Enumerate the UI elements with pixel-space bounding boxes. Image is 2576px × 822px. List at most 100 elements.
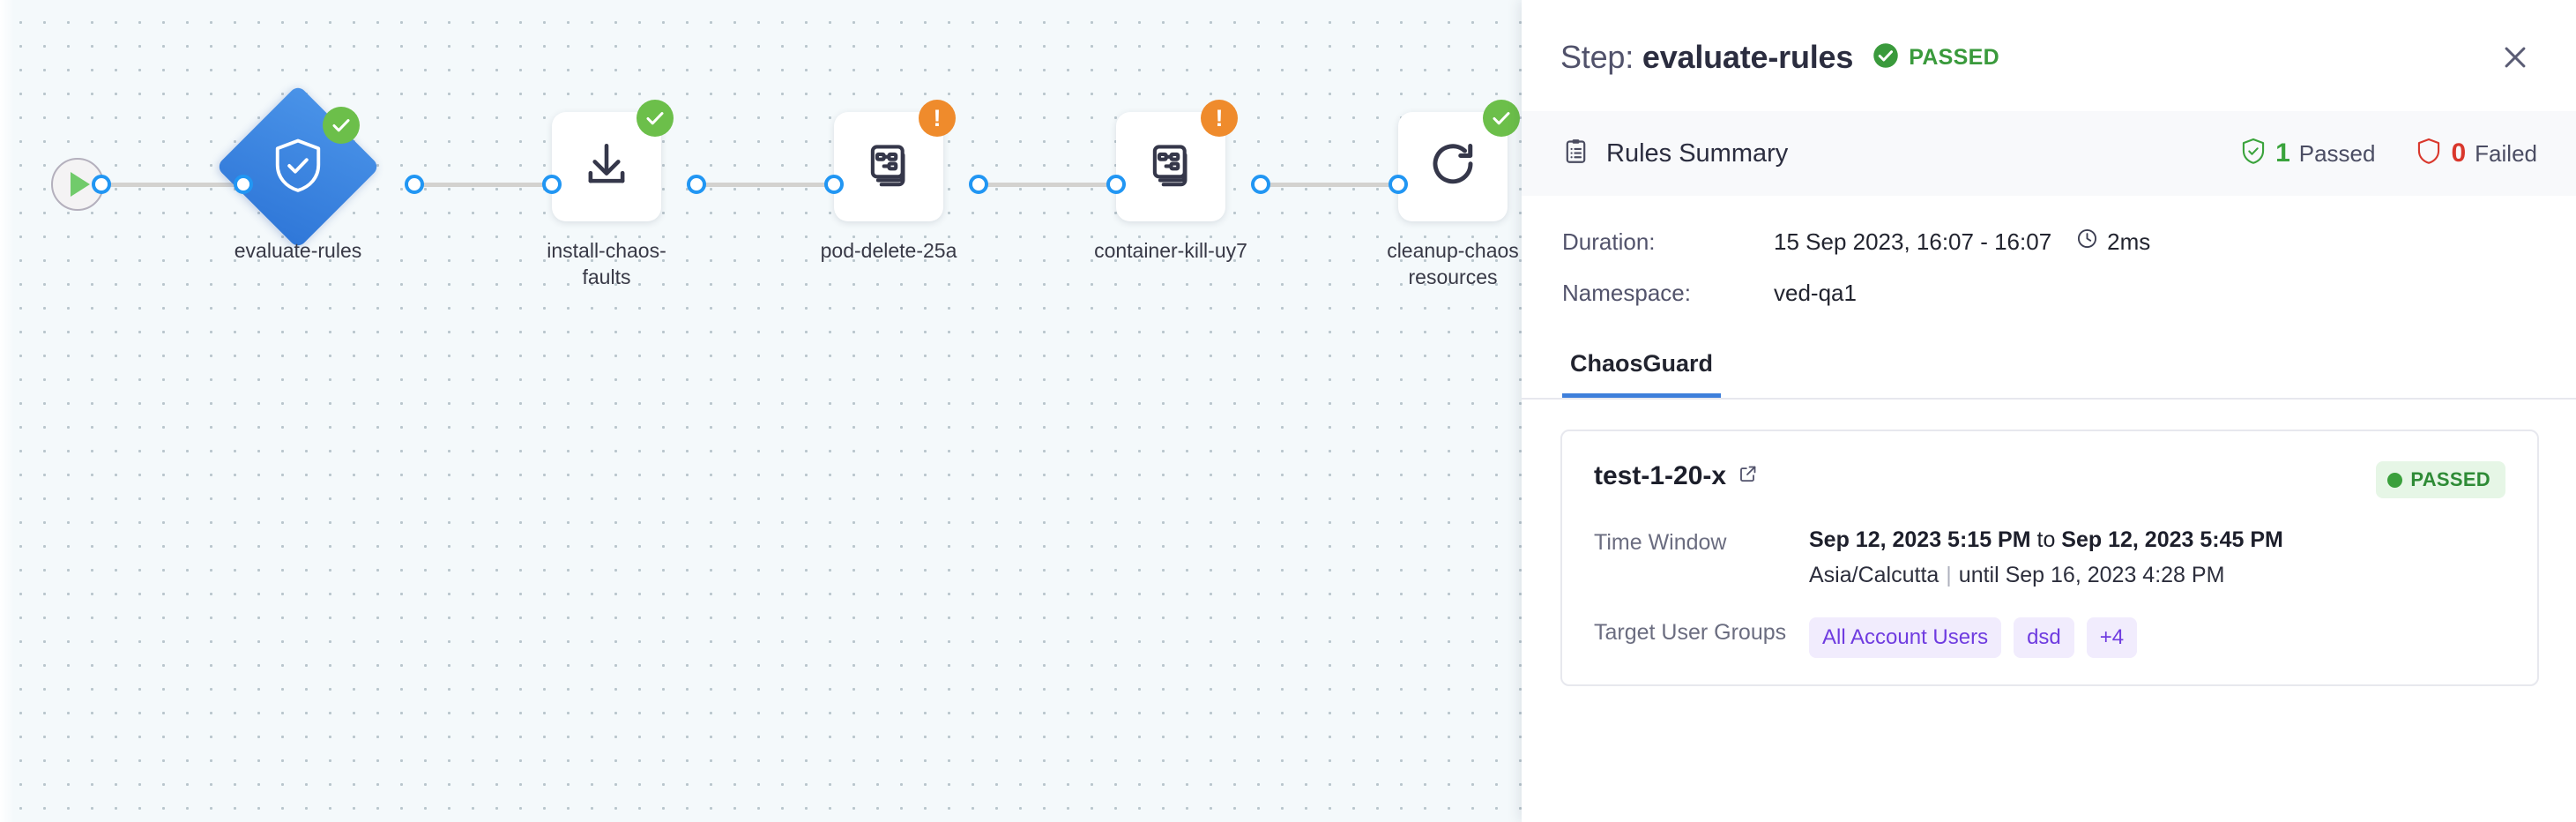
chip-item-overflow[interactable]: +4 (2086, 617, 2138, 658)
status-badge-warning: ! (919, 100, 956, 137)
pipeline-canvas[interactable]: evaluate-rules install-chaos- faults (0, 0, 1522, 822)
node-shape-box: ! (1116, 100, 1238, 221)
meta-value: 15 Sep 2023, 16:07 - 16:07 2ms (1774, 228, 2150, 256)
node-cleanup-chaos-resources[interactable]: cleanup-chaos resources (1387, 100, 1520, 288)
row-key: Target User Groups (1594, 620, 1787, 645)
chaosguard-status-badge: PASSED (2376, 461, 2505, 498)
node-label: evaluate-rules (234, 239, 362, 262)
port-pod-in[interactable] (824, 175, 844, 194)
panel-header: Step: evaluate-rules PASSED (1522, 0, 2576, 78)
duration-range: 15 Sep 2023, 16:07 - 16:07 (1774, 228, 2052, 255)
chip-item[interactable]: dsd (2014, 617, 2074, 658)
step-meta: Duration: 15 Sep 2023, 16:07 - 16:07 2ms… (1522, 196, 2576, 307)
wire-container-to-cleanup (1261, 183, 1406, 187)
divider: | (1946, 563, 1952, 587)
status-badge-success (323, 107, 360, 144)
port-pod-out[interactable] (969, 175, 988, 194)
chaos-fault-icon (1145, 139, 1196, 195)
node-shape-box (552, 100, 674, 221)
node-shape-box (1398, 100, 1520, 221)
port-container-out[interactable] (1251, 175, 1270, 194)
duration-value: 2ms (2107, 228, 2151, 255)
shield-check-icon (243, 112, 353, 221)
rules-failed-stat: 0 Failed (2416, 138, 2537, 170)
chaosguard-row-time-window: Time Window Sep 12, 2023 5:15 PM to Sep … (1594, 527, 2505, 588)
port-cleanup-in[interactable] (1389, 175, 1408, 194)
rules-failed-count: 0 (2451, 138, 2467, 168)
step-details-panel: Step: evaluate-rules PASSED (1522, 0, 2576, 822)
rules-summary-counts: 1 Passed 0 Failed (2240, 138, 2537, 170)
wire-install-to-pod (696, 183, 842, 187)
rules-passed-stat: 1 Passed (2240, 138, 2375, 170)
meta-value: ved-qa1 (1774, 280, 1857, 306)
chaos-fault-icon (863, 139, 914, 195)
port-container-in[interactable] (1106, 175, 1126, 194)
wire-evaluate-to-install (414, 183, 560, 187)
node-shape-box: ! (834, 100, 956, 221)
node-install-chaos-faults[interactable]: install-chaos- faults (547, 100, 674, 288)
shield-check-icon (2240, 138, 2267, 170)
time-window-sub: Asia/Calcutta |until Sep 16, 2023 4:28 PM (1809, 563, 2283, 588)
exclamation-icon: ! (933, 104, 942, 131)
status-badge: PASSED (1872, 42, 1999, 73)
meta-key: Duration: (1562, 228, 1656, 255)
row-key: Time Window (1594, 530, 1727, 555)
port-install-out[interactable] (687, 175, 706, 194)
status-badge-success (637, 100, 674, 137)
chip-item[interactable]: All Account Users (1809, 617, 2002, 658)
wire-start-to-evaluate (104, 183, 249, 187)
time-window-timezone: Asia/Calcutta (1809, 563, 1939, 587)
exclamation-icon: ! (1215, 104, 1224, 131)
rules-summary-title: Rules Summary (1606, 138, 1789, 168)
rules-passed-count: 1 (2275, 138, 2290, 168)
chaosguard-rule-name[interactable]: test-1-20-x (1594, 461, 1759, 491)
node-label: container-kill-uy7 (1094, 239, 1247, 262)
node-evaluate-rules[interactable]: evaluate-rules (215, 84, 381, 262)
node-container-kill-uy7[interactable]: ! container-kill-uy7 (1094, 100, 1247, 262)
wire-pod-to-container (979, 183, 1124, 187)
port-evaluate-out[interactable] (405, 175, 424, 194)
time-window-start: Sep 12, 2023 5:15 PM (1809, 527, 2031, 552)
tab-chaosguard[interactable]: ChaosGuard (1562, 350, 1722, 398)
rules-summary-left: Rules Summary (1562, 138, 1788, 169)
play-icon (70, 172, 90, 197)
node-label: install-chaos- faults (547, 239, 666, 288)
duration-elapsed: 2ms (2076, 228, 2150, 256)
port-evaluate-in[interactable] (234, 175, 253, 194)
panel-title-prefix: Step: (1560, 39, 1634, 75)
status-dot-icon (2387, 472, 2403, 488)
chaosguard-row-target-user-groups: Target User Groups All Account Users dsd… (1594, 617, 2505, 658)
rules-passed-label: Passed (2298, 139, 2376, 167)
status-badge-success (1483, 100, 1520, 137)
time-window-value: Sep 12, 2023 5:15 PM to Sep 12, 2023 5:4… (1809, 527, 2283, 553)
meta-key: Namespace: (1562, 280, 1691, 306)
external-link-icon[interactable] (1738, 461, 1759, 491)
meta-row-namespace: Namespace: ved-qa1 (1562, 280, 2535, 307)
port-start-out[interactable] (92, 175, 111, 194)
rules-summary-card: Rules Summary 1 Passed (1522, 111, 2576, 196)
node-shape-diamond (215, 84, 381, 250)
node-label: cleanup-chaos resources (1387, 239, 1519, 288)
chaosguard-section: test-1-20-x PASSED Time Window (1522, 400, 2576, 686)
panel-title-step-name: evaluate-rules (1642, 39, 1854, 75)
time-window-end: Sep 12, 2023 5:45 PM (2061, 527, 2283, 552)
port-install-in[interactable] (542, 175, 562, 194)
node-pod-delete-25a[interactable]: ! pod-delete-25a (821, 100, 957, 262)
chaosguard-status-text: PASSED (2410, 468, 2490, 490)
status-text: PASSED (1909, 44, 1999, 70)
check-circle-icon (1872, 42, 1899, 73)
clock-icon (2076, 228, 2098, 256)
chaosguard-rule-card: test-1-20-x PASSED Time Window (1560, 430, 2539, 686)
time-window-until: until Sep 16, 2023 4:28 PM (1958, 563, 2225, 587)
clipboard-list-icon (1562, 138, 1590, 169)
time-window-join: to (2030, 527, 2062, 552)
close-icon[interactable] (2495, 37, 2535, 78)
canvas-left-fade (0, 0, 14, 822)
target-user-group-chips: All Account Users dsd +4 (1809, 617, 2138, 658)
node-label: pod-delete-25a (820, 239, 957, 262)
row-value: Sep 12, 2023 5:15 PM to Sep 12, 2023 5:4… (1809, 527, 2283, 588)
status-badge-warning: ! (1201, 100, 1238, 137)
shield-icon (2416, 138, 2442, 170)
rules-failed-label: Failed (2475, 139, 2537, 167)
